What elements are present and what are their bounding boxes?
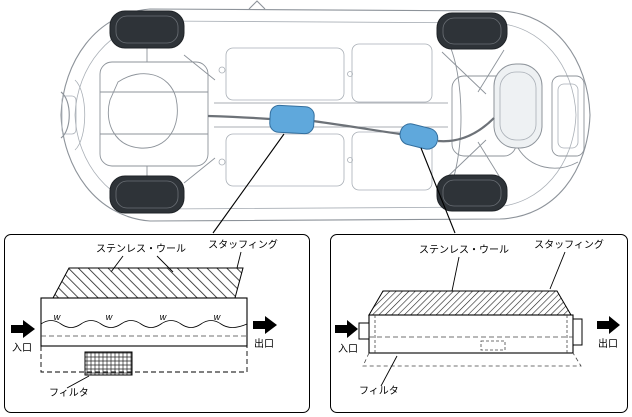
weld-mark: w bbox=[54, 312, 61, 322]
filter-element bbox=[84, 351, 133, 376]
inlet-arrow-icon bbox=[335, 320, 358, 338]
inlet-arrow-icon bbox=[11, 320, 35, 338]
rear-main-silencer bbox=[493, 63, 543, 149]
sub-muffler-cross-section: ステンレス・ウール スタッフィング フィルタ bbox=[335, 238, 620, 397]
wheels bbox=[109, 10, 508, 214]
sub-muffler-highlight bbox=[399, 123, 439, 150]
inlet-label: 入口 bbox=[12, 343, 32, 354]
center-muffler-detail-box: ステンレス・ウール スタッフィング w w w w bbox=[4, 234, 310, 413]
weld-marks: w w w w bbox=[54, 312, 221, 322]
stainless-wool-layer bbox=[52, 267, 244, 299]
weld-mark: w bbox=[106, 312, 113, 322]
vehicle-underbody-illustration bbox=[60, 0, 591, 234]
wheel-front-left bbox=[109, 10, 185, 49]
inlet-pipe-stub bbox=[358, 322, 370, 340]
stainless-wool-label: ステンレス・ウール bbox=[419, 244, 509, 256]
wheel-front-right bbox=[109, 175, 185, 214]
stainless-wool-layer bbox=[368, 290, 572, 316]
outlet-end-cap bbox=[572, 318, 583, 346]
hidden-lines bbox=[362, 315, 582, 367]
tailpipe bbox=[517, 147, 579, 169]
muffler-body bbox=[40, 297, 248, 347]
wheel-rear-right bbox=[436, 174, 508, 212]
center-muffler-cross-section: ステンレス・ウール スタッフィング w w w w bbox=[11, 238, 278, 399]
inlet-label: 入口 bbox=[338, 344, 358, 355]
outlet-label: 出口 bbox=[598, 337, 618, 350]
stainless-wool-label: ステンレス・ウール bbox=[96, 243, 186, 255]
lower-chamber bbox=[40, 346, 248, 373]
muffler-body bbox=[368, 314, 574, 354]
wheel-treads bbox=[115, 15, 502, 209]
wheel-rear-left bbox=[436, 12, 508, 50]
exhaust-pipe bbox=[207, 114, 495, 143]
front-subframe bbox=[99, 48, 216, 184]
filter-leader-line bbox=[380, 355, 398, 387]
label-leader-lines bbox=[451, 251, 566, 292]
filter-leader-line bbox=[66, 375, 90, 389]
stuffing-label: スタッフィング bbox=[208, 238, 278, 251]
separator-wave bbox=[40, 320, 248, 328]
weld-mark: w bbox=[214, 312, 221, 322]
weld-mark: w bbox=[160, 312, 167, 322]
stuffing-label: スタッフィング bbox=[534, 238, 604, 251]
center-muffler-highlight bbox=[269, 104, 315, 135]
filter-label: フィルタ bbox=[49, 387, 89, 399]
callout-line-left bbox=[212, 133, 285, 234]
outlet-arrow-icon bbox=[597, 316, 620, 334]
filter-label: フィルタ bbox=[359, 385, 399, 397]
sub-muffler-detail-box: ステンレス・ウール スタッフィング フィルタ bbox=[330, 234, 628, 413]
engine-oil-pan bbox=[107, 73, 178, 149]
outlet-label: 出口 bbox=[254, 337, 274, 350]
callout-lines bbox=[212, 133, 456, 234]
outlet-arrow-icon bbox=[253, 316, 277, 334]
callout-line-right bbox=[420, 147, 456, 234]
antenna-fin bbox=[248, 0, 266, 10]
highlighted-mufflers bbox=[269, 104, 439, 150]
